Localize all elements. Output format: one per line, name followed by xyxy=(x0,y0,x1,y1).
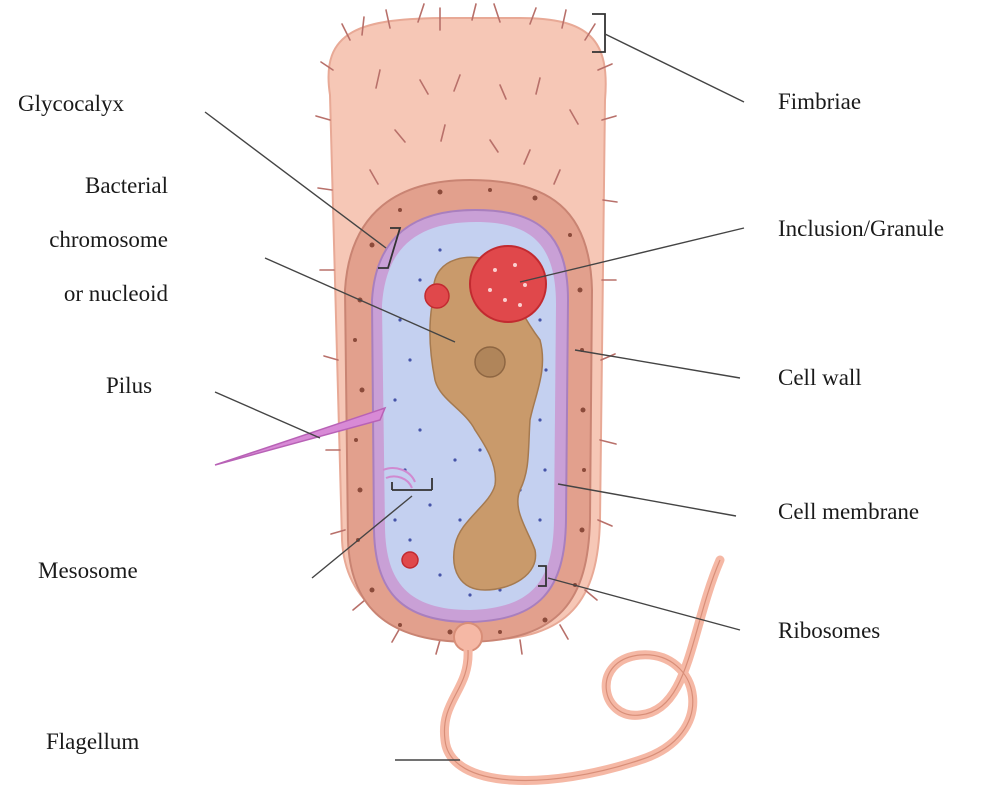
label-cell-membrane: Cell membrane xyxy=(778,494,919,530)
nucleoid-center xyxy=(475,347,505,377)
label-inclusion-granule: Inclusion/Granule xyxy=(778,211,944,247)
label-chromosome-line-2: chromosome xyxy=(8,213,168,267)
label-mesosome: Mesosome xyxy=(38,553,138,589)
label-ribosomes: Ribosomes xyxy=(778,613,880,649)
label-cell-wall: Cell wall xyxy=(778,360,862,396)
small-granule xyxy=(402,552,418,568)
fimbriae-leader xyxy=(605,34,744,102)
label-chromosome-line-3: or nucleoid xyxy=(8,267,168,321)
label-fimbriae: Fimbriae xyxy=(778,84,861,120)
label-chromosome-line-1: Bacterial xyxy=(8,159,168,213)
label-flagellum: Flagellum xyxy=(46,724,139,760)
pilus-leader xyxy=(215,392,320,438)
label-glycocalyx: Glycocalyx xyxy=(18,86,124,122)
small-granule xyxy=(425,284,449,308)
label-bacterial-chromosome: Bacterial chromosome or nucleoid xyxy=(8,159,168,321)
inclusion-granule xyxy=(470,246,546,322)
label-pilus: Pilus xyxy=(106,368,152,404)
